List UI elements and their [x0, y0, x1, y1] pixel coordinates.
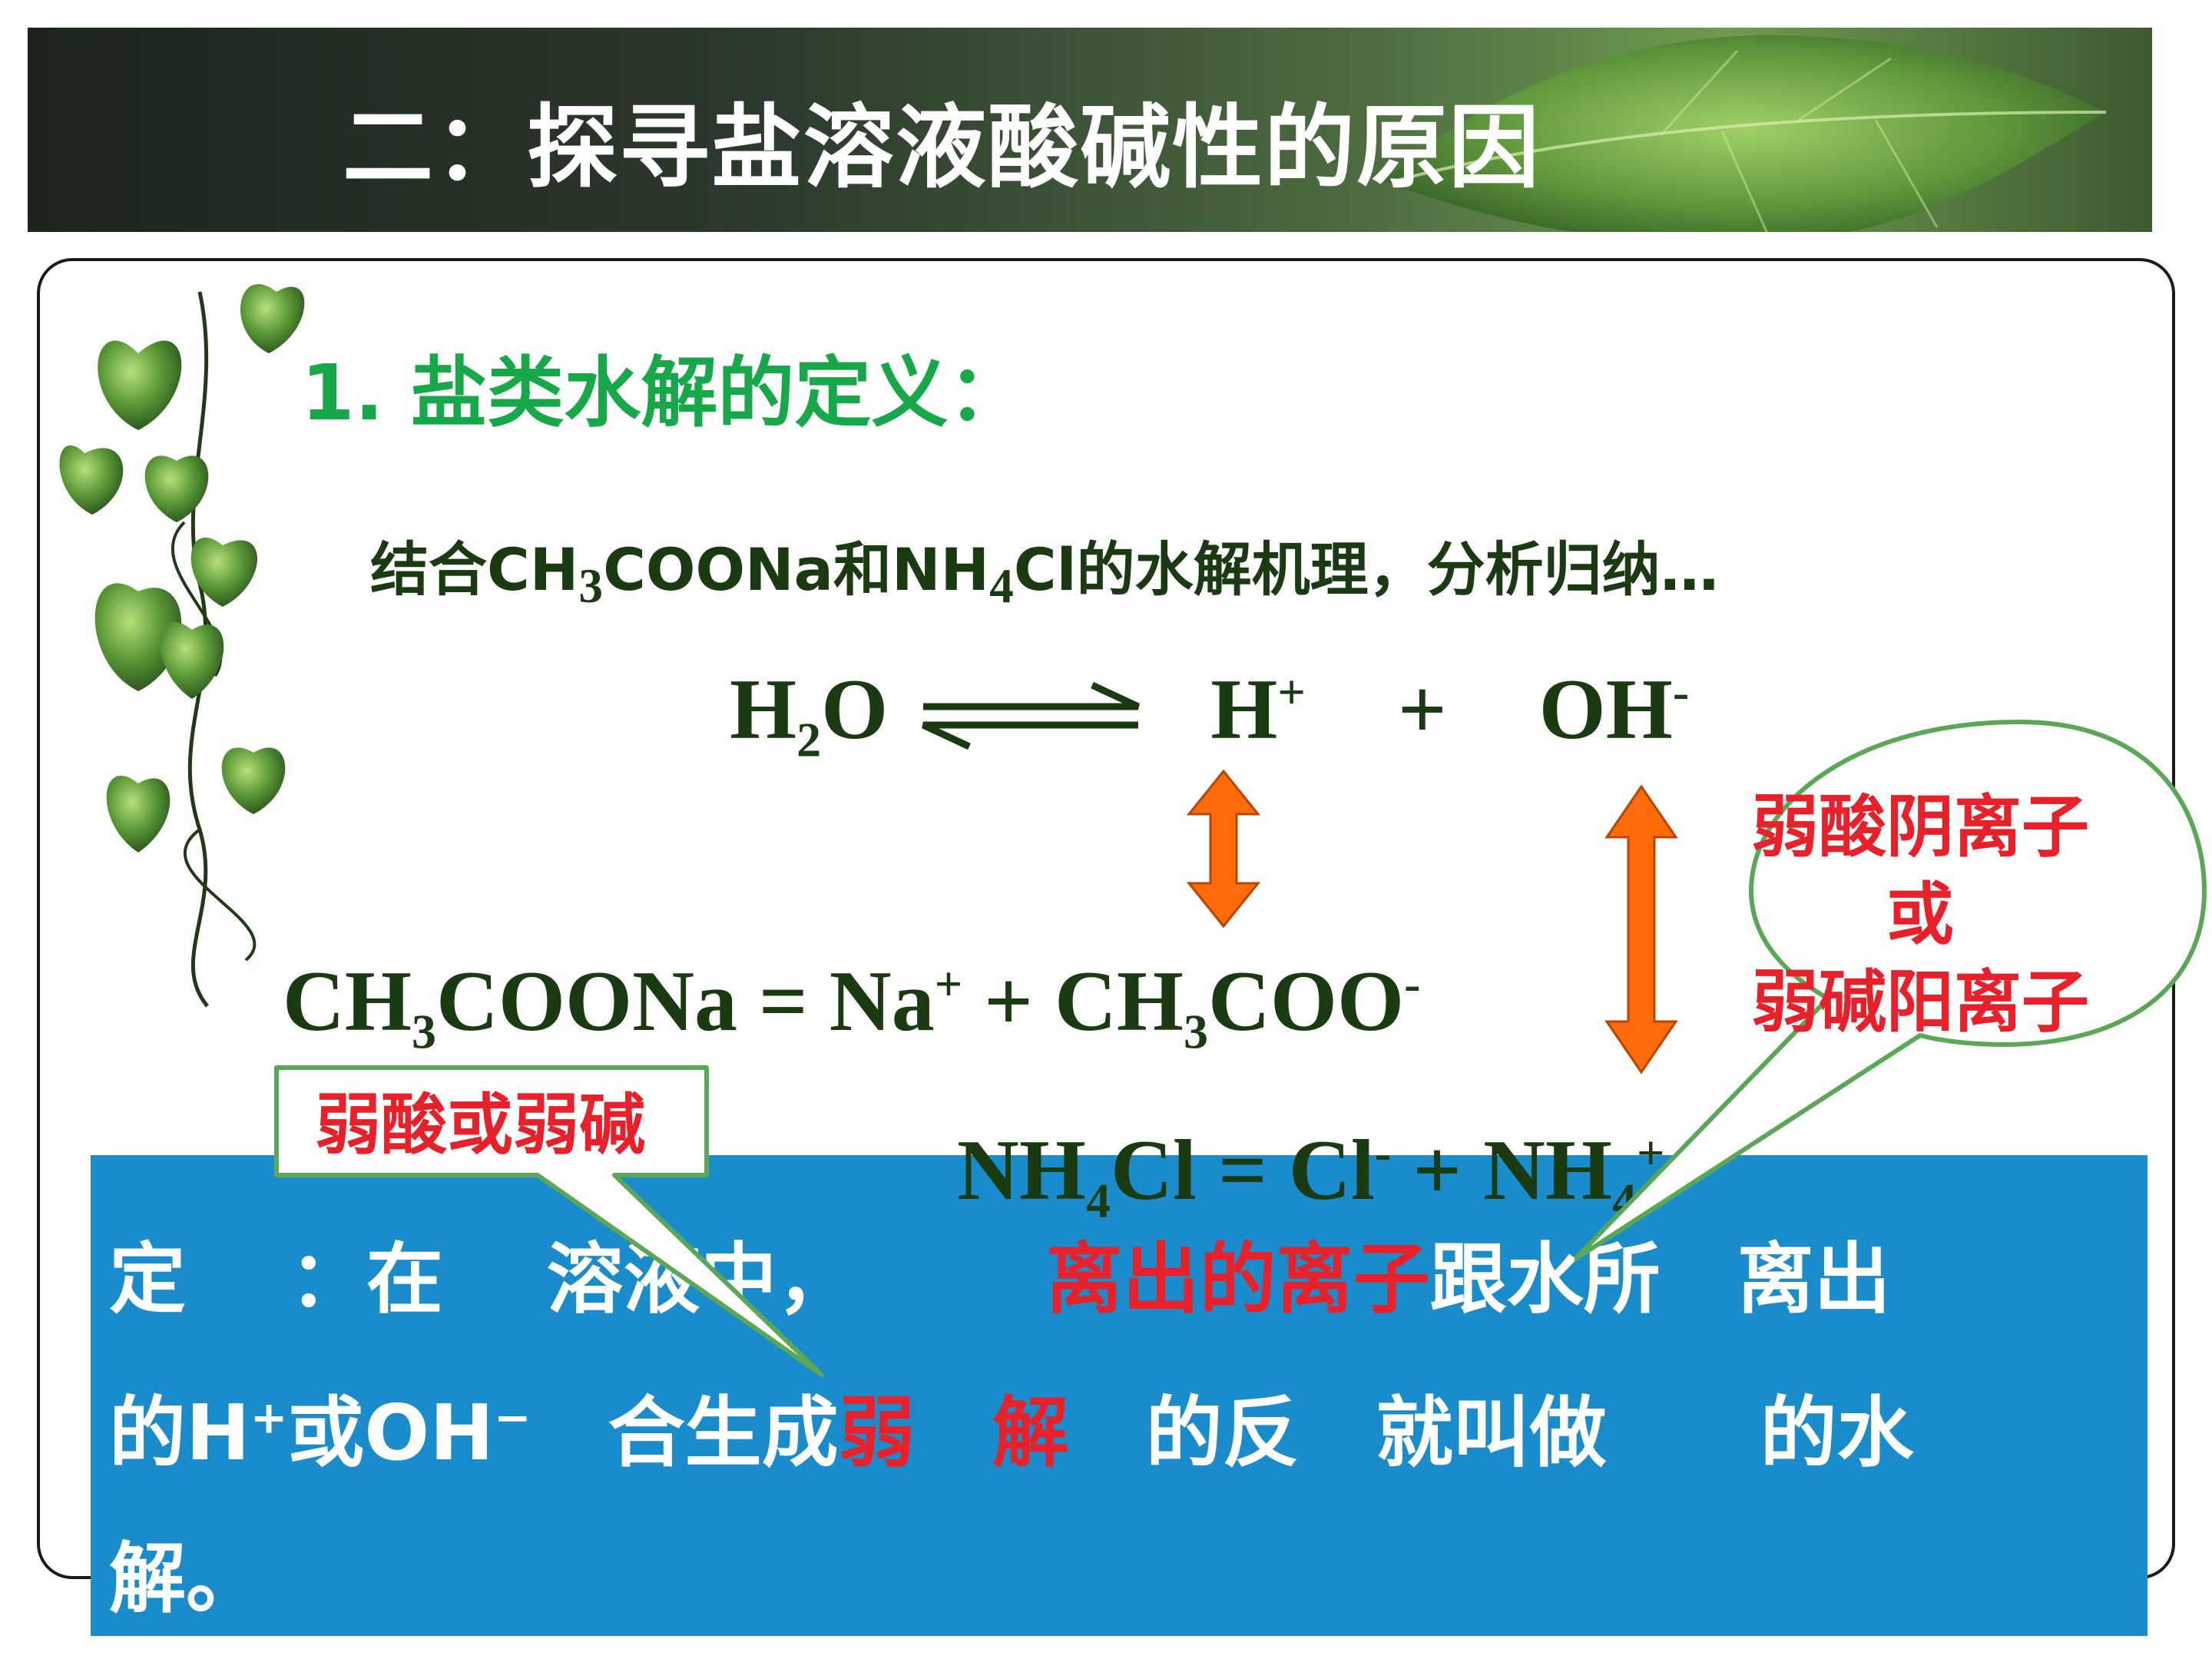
page-title: 二：探寻盐溶液酸碱性的原因: [343, 94, 1541, 200]
eq-text: CH: [283, 954, 412, 1049]
superscript: -: [1404, 956, 1421, 1012]
definition-text: [916, 1388, 992, 1478]
superscript: -: [1374, 1125, 1392, 1181]
callout-right-line: 或: [1886, 875, 1954, 954]
double-arrow-icon: [1186, 769, 1261, 929]
intro-text: 结合CH3COONa和NH4Cl的水解机理，分析归纳…: [370, 522, 1719, 614]
superscript: +: [1277, 664, 1306, 720]
eq-text: Cl = Cl: [1111, 1123, 1375, 1218]
definition-text: 的H: [109, 1388, 250, 1478]
definition-text: 或OH: [287, 1388, 495, 1478]
subscript: 3: [1184, 1004, 1208, 1059]
ammonium-chloride-equation: NH4Cl = Cl- + NH4+: [957, 1121, 1664, 1229]
eq-text: + NH: [1391, 1123, 1612, 1218]
eq-text: H: [1210, 662, 1278, 757]
intro-text-part: 结合CH: [370, 535, 579, 604]
definition-box: 定 ：在 溶液中， 离出的离子跟水所 离出 的H+或OH− 合生成弱 解 的反 …: [91, 1155, 2147, 1636]
definition-highlight: 解: [992, 1388, 1069, 1478]
eq-text: NH: [957, 1123, 1086, 1218]
title-banner: 二：探寻盐溶液酸碱性的原因: [28, 28, 2152, 232]
equilibrium-arrow-icon: [922, 681, 1140, 750]
definition-text: 合生成: [531, 1388, 839, 1478]
subscript: 3: [412, 1004, 436, 1059]
subscript: 3: [578, 559, 604, 614]
callout-weak-acid-base: [274, 1065, 824, 1377]
superscript: +: [934, 956, 963, 1012]
callout-right-line: 弱碱阳离子: [1750, 962, 2089, 1041]
eq-text: COONa = Na: [436, 954, 935, 1049]
eq-text: OH: [1538, 662, 1673, 757]
callout-right-line: 弱酸阴离子: [1750, 787, 2089, 866]
section-heading: 1. 盐类水解的定义：: [301, 348, 1025, 438]
intro-text-part: COONa和NH: [603, 535, 990, 604]
definition-text: 跟水所 离出: [1429, 1234, 1891, 1324]
superscript: -: [1672, 664, 1690, 720]
callout-weak-ions: [1575, 720, 2207, 1262]
definition-highlight: 离出的离子: [1045, 1234, 1430, 1324]
sodium-acetate-equation: CH3COONa = Na+ + CH3COO-: [283, 952, 1420, 1060]
definition-line-2: 的H+或OH− 合生成弱 解 的反 就叫做 的水: [109, 1370, 1914, 1482]
definition-line-1: 定 ：在 溶液中， 离出的离子跟水所 离出: [109, 1217, 1891, 1328]
subscript: 4: [989, 559, 1014, 614]
superscript: −: [494, 1391, 531, 1444]
vine-leaves-decoration: [59, 283, 305, 1008]
definition-highlight: 弱: [838, 1388, 916, 1478]
definition-line-3: 解。: [109, 1534, 263, 1624]
eq-text: + CH: [962, 954, 1184, 1049]
intro-text-part: Cl的水解机理，分析归纳…: [1013, 535, 1719, 604]
eq-text: COO: [1208, 954, 1405, 1049]
subscript: 2: [796, 712, 822, 767]
eq-text: +: [1397, 662, 1447, 757]
eq-text: H: [730, 662, 797, 757]
superscript: +: [250, 1391, 288, 1444]
subscript: 4: [1086, 1173, 1111, 1228]
leaf-banner-image: [1384, 35, 2107, 232]
callout-right-label: 弱酸阴离子 或 弱碱阳离子: [1720, 783, 2120, 1046]
callout-left-label: 弱酸或弱碱: [315, 1087, 645, 1164]
eq-text: O: [821, 662, 889, 757]
double-arrow-icon: [1604, 784, 1678, 1075]
definition-text: 的反 就叫做 的水: [1068, 1388, 1914, 1478]
